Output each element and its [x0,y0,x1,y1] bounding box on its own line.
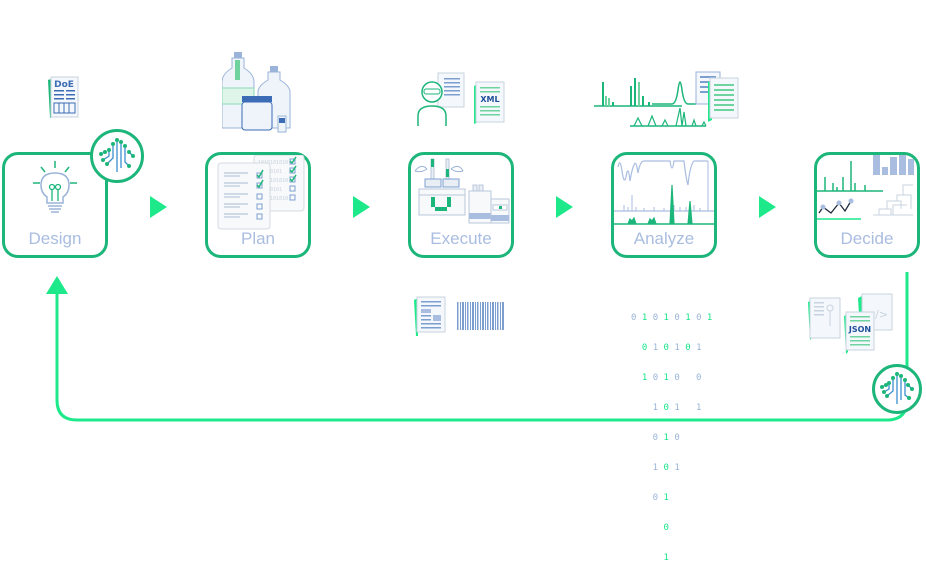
flow-arrow-design-to-plan-icon [150,196,167,218]
stage-design[interactable]: Design [2,152,108,258]
reagent-bottles-icon [221,50,300,136]
binary-row: 1 [631,553,669,563]
feedback-arrowhead-icon [46,276,68,294]
stage-execute[interactable]: Execute [408,152,514,258]
ai-brain-circuit-badge-design [90,129,144,183]
stage-analyze[interactable]: Analyze [611,152,717,258]
binary-row: 1 0 1 0 0 [641,373,702,383]
ai-brain-circuit-icon [880,372,914,404]
spectra-icon [614,160,714,225]
charts-decision-icon [817,155,914,220]
binary-data-icon: 0 1 0 1 0 1 0 1 0 1 0 1 0 1 1 0 1 0 0 1 … [631,293,712,573]
binary-row: 1 0 1 1 [631,403,702,413]
feedback-loop-line [55,272,909,422]
spectra-and-reports-icon [592,70,742,132]
document-and-barcode-icon [414,296,510,336]
scientist-with-xml-document-icon: XML [416,72,508,128]
svg-text:1010101010: 1010101010 [258,196,288,202]
stage-label-decide: Decide [840,229,894,248]
stage-label-analyze: Analyze [633,229,695,248]
binary-row: 0 1 [631,493,669,503]
svg-text:1010101010: 1010101010 [258,160,288,166]
flow-arrow-plan-to-execute-icon [353,196,370,218]
binary-row: 0 [631,523,669,533]
lightbulb-icon [33,161,77,213]
binary-row: 0 1 0 1 0 1 0 1 [631,313,713,323]
stage-label-design: Design [28,229,82,248]
binary-row: 0 1 0 [631,433,680,443]
flow-arrow-execute-to-analyze-icon [556,196,573,218]
ai-brain-circuit-icon [99,138,135,172]
stage-decide[interactable]: Decide [814,152,920,258]
stage-label-plan: Plan [240,229,276,248]
doe-document-icon: DoE [46,76,80,120]
binary-row: 1 0 1 [631,463,680,473]
lab-instruments-icon [414,158,510,224]
doe-label: DoE [54,80,74,90]
svg-text:1010101010: 1010101010 [258,178,288,184]
checklist-documents-icon: 1010101010 01010101 1010101010 01010101 … [217,155,305,230]
stage-plan[interactable]: 1010101010 01010101 1010101010 01010101 … [205,152,311,258]
stage-label-execute: Execute [430,229,492,248]
binary-row: 0 1 0 1 0 1 [641,343,702,353]
xml-label: XML [480,95,499,104]
ai-brain-circuit-badge-loop [872,364,922,414]
json-code-documents-icon: </> JSON [806,292,894,354]
json-label: JSON [848,325,871,334]
flow-arrow-analyze-to-decide-icon [759,196,776,218]
